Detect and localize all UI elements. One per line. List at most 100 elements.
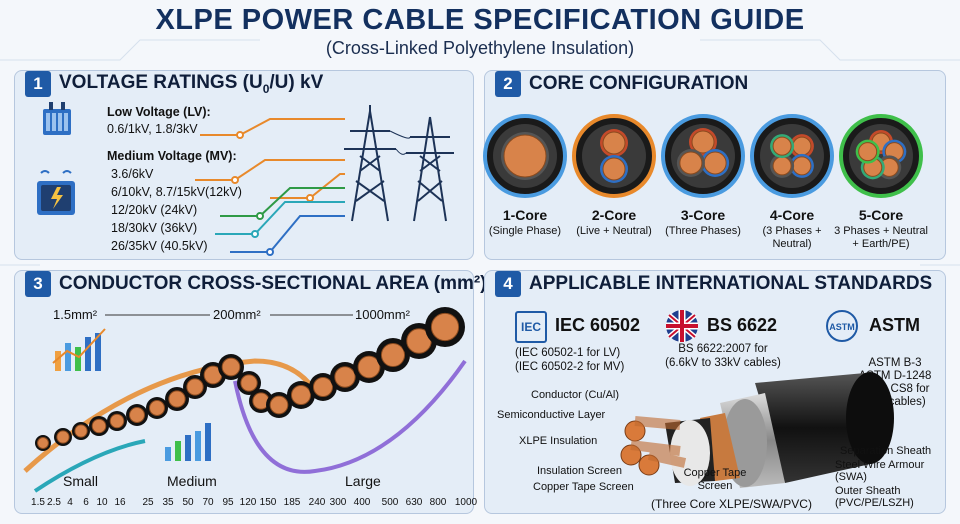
mv-label: Medium Voltage (MV):	[107, 149, 237, 163]
iec-name: IEC 60502	[555, 315, 641, 335]
section-title: VOLTAGE RATINGS (U0/U) kV	[59, 72, 324, 96]
connector-node	[231, 176, 239, 184]
size-tick-label: 35	[162, 497, 174, 508]
standards-panel: 4 APPLICABLE INTERNATIONAL STANDARDS IEC…	[484, 270, 946, 514]
page-title: XLPE POWER CABLE SPECIFICATION GUIDE	[155, 4, 805, 36]
connector-node	[256, 212, 264, 220]
scale-min-label: 1.5mm²	[53, 307, 98, 322]
conductor-copper	[269, 395, 289, 415]
conductor-copper	[37, 437, 49, 449]
chart-icon	[52, 328, 106, 371]
core-name: 2-Core	[591, 207, 637, 223]
copper-conductor	[503, 134, 547, 178]
section-number: 3	[25, 271, 51, 297]
area-panel: 3 CONDUCTOR CROSS-SECTIONAL AREA (mm²) 1…	[14, 270, 487, 514]
section-title: CONDUCTOR CROSS-SECTIONAL AREA (mm²)	[59, 273, 487, 294]
core-description: Neutral)	[772, 238, 812, 250]
astm-note: ASTM B-3	[868, 357, 922, 369]
layer-label: Copper Tape Screen	[533, 481, 634, 493]
layer-label: Semiconductive Layer	[497, 409, 606, 421]
size-tick-label: 400	[353, 497, 371, 508]
copper-conductor	[792, 156, 812, 176]
conductor-copper	[357, 355, 381, 379]
core-inner	[760, 124, 824, 188]
transformer-icon	[43, 102, 71, 135]
core-description: (Live + Neutral)	[576, 225, 652, 237]
core-description: (Three Phases)	[665, 225, 741, 237]
core-diagrams	[483, 114, 923, 198]
copper-conductor	[602, 131, 626, 155]
size-tick-label: 1000	[454, 497, 478, 508]
core-name: 5-Core	[858, 207, 904, 223]
core-name: 1-Core	[502, 207, 548, 223]
bs-note: BS 6622:2007 for	[678, 343, 768, 355]
group-label-medium: Medium	[167, 473, 217, 489]
size-tick-label: 300	[329, 497, 347, 508]
astm-logo: ASTM	[826, 310, 858, 342]
connector-node	[266, 248, 274, 256]
connector-node	[236, 131, 244, 139]
conductor-copper	[74, 424, 88, 438]
core-description: 3 Phases + Neutral	[834, 225, 928, 237]
transmission-tower-icon	[344, 105, 454, 222]
mv-value: 12/20kV (24kV)	[111, 203, 198, 217]
mv-value: 6/10kV, 8.7/15kV(12kV)	[111, 185, 242, 199]
scale-mid-label: 200mm²	[213, 307, 261, 322]
size-tick-label: 4	[67, 497, 73, 508]
size-tick-label: 10	[96, 497, 108, 508]
size-tick-label: 120	[239, 497, 257, 508]
conductor-copper	[430, 312, 460, 342]
chart-icon	[165, 423, 211, 461]
size-tick-label: 6	[83, 497, 89, 508]
section-number: 4	[495, 271, 521, 297]
section-number: 1	[25, 71, 51, 97]
size-tick-label: 70	[202, 497, 214, 508]
core-description: (3 Phases +	[762, 225, 822, 237]
mv-value: 3.6/6kV	[111, 167, 154, 181]
layer-label: Outer Sheath	[835, 485, 901, 497]
conductor-copper	[168, 390, 186, 408]
voltage-connector-line	[220, 187, 345, 217]
copper-conductor	[858, 142, 878, 162]
svg-text:ASTM: ASTM	[829, 322, 855, 332]
conductor-copper	[221, 357, 241, 377]
copper-conductor	[772, 156, 792, 176]
voltage-connector-line	[200, 118, 345, 136]
area-graphic	[23, 307, 467, 493]
connector-node	[306, 194, 314, 202]
conductor-copper	[380, 342, 406, 368]
bs-note: (6.6kV to 33kV cables)	[665, 357, 781, 369]
layer-label: (SWA)	[835, 471, 867, 483]
uk-flag-icon	[666, 310, 698, 342]
layer-label: Steel Wire Armour	[835, 459, 925, 471]
conductor-copper	[109, 413, 125, 429]
core-name: 3-Core	[680, 207, 726, 223]
copper-conductor	[679, 151, 703, 175]
mv-transformer-icon	[37, 170, 75, 215]
layer-label: XLPE Insulation	[519, 435, 598, 447]
iec-logo: IEC	[515, 311, 547, 343]
size-tick-label: 630	[405, 497, 423, 508]
cable-caption: (Three Core XLPE/SWA/PVC)	[651, 497, 812, 511]
layer-label: (PVC/PE/LSZH)	[835, 497, 914, 509]
conductor-copper	[91, 418, 107, 434]
copper-conductor	[703, 151, 727, 175]
astm-name: ASTM	[869, 315, 920, 335]
group-label-small: Small	[63, 473, 99, 489]
core-description: (Single Phase)	[488, 225, 562, 237]
section-title: CORE CONFIGURATION	[529, 73, 749, 94]
copper-conductor	[792, 136, 812, 156]
size-tick-label: 95	[222, 497, 234, 508]
voltage-connector-line	[195, 159, 345, 181]
copper-conductor	[691, 130, 715, 154]
layer-label: Copper Tape	[683, 467, 747, 479]
bs-name: BS 6622	[707, 315, 778, 335]
group-label-large: Large	[345, 473, 381, 489]
page-subtitle: (Cross-Linked Polyethylene Insulation)	[325, 38, 635, 58]
size-tick-label: 2.5	[47, 497, 61, 508]
voltage-connector-line	[230, 215, 345, 253]
conductor-copper	[290, 384, 312, 406]
size-tick-label: 50	[182, 497, 194, 508]
conductor-copper	[56, 430, 70, 444]
